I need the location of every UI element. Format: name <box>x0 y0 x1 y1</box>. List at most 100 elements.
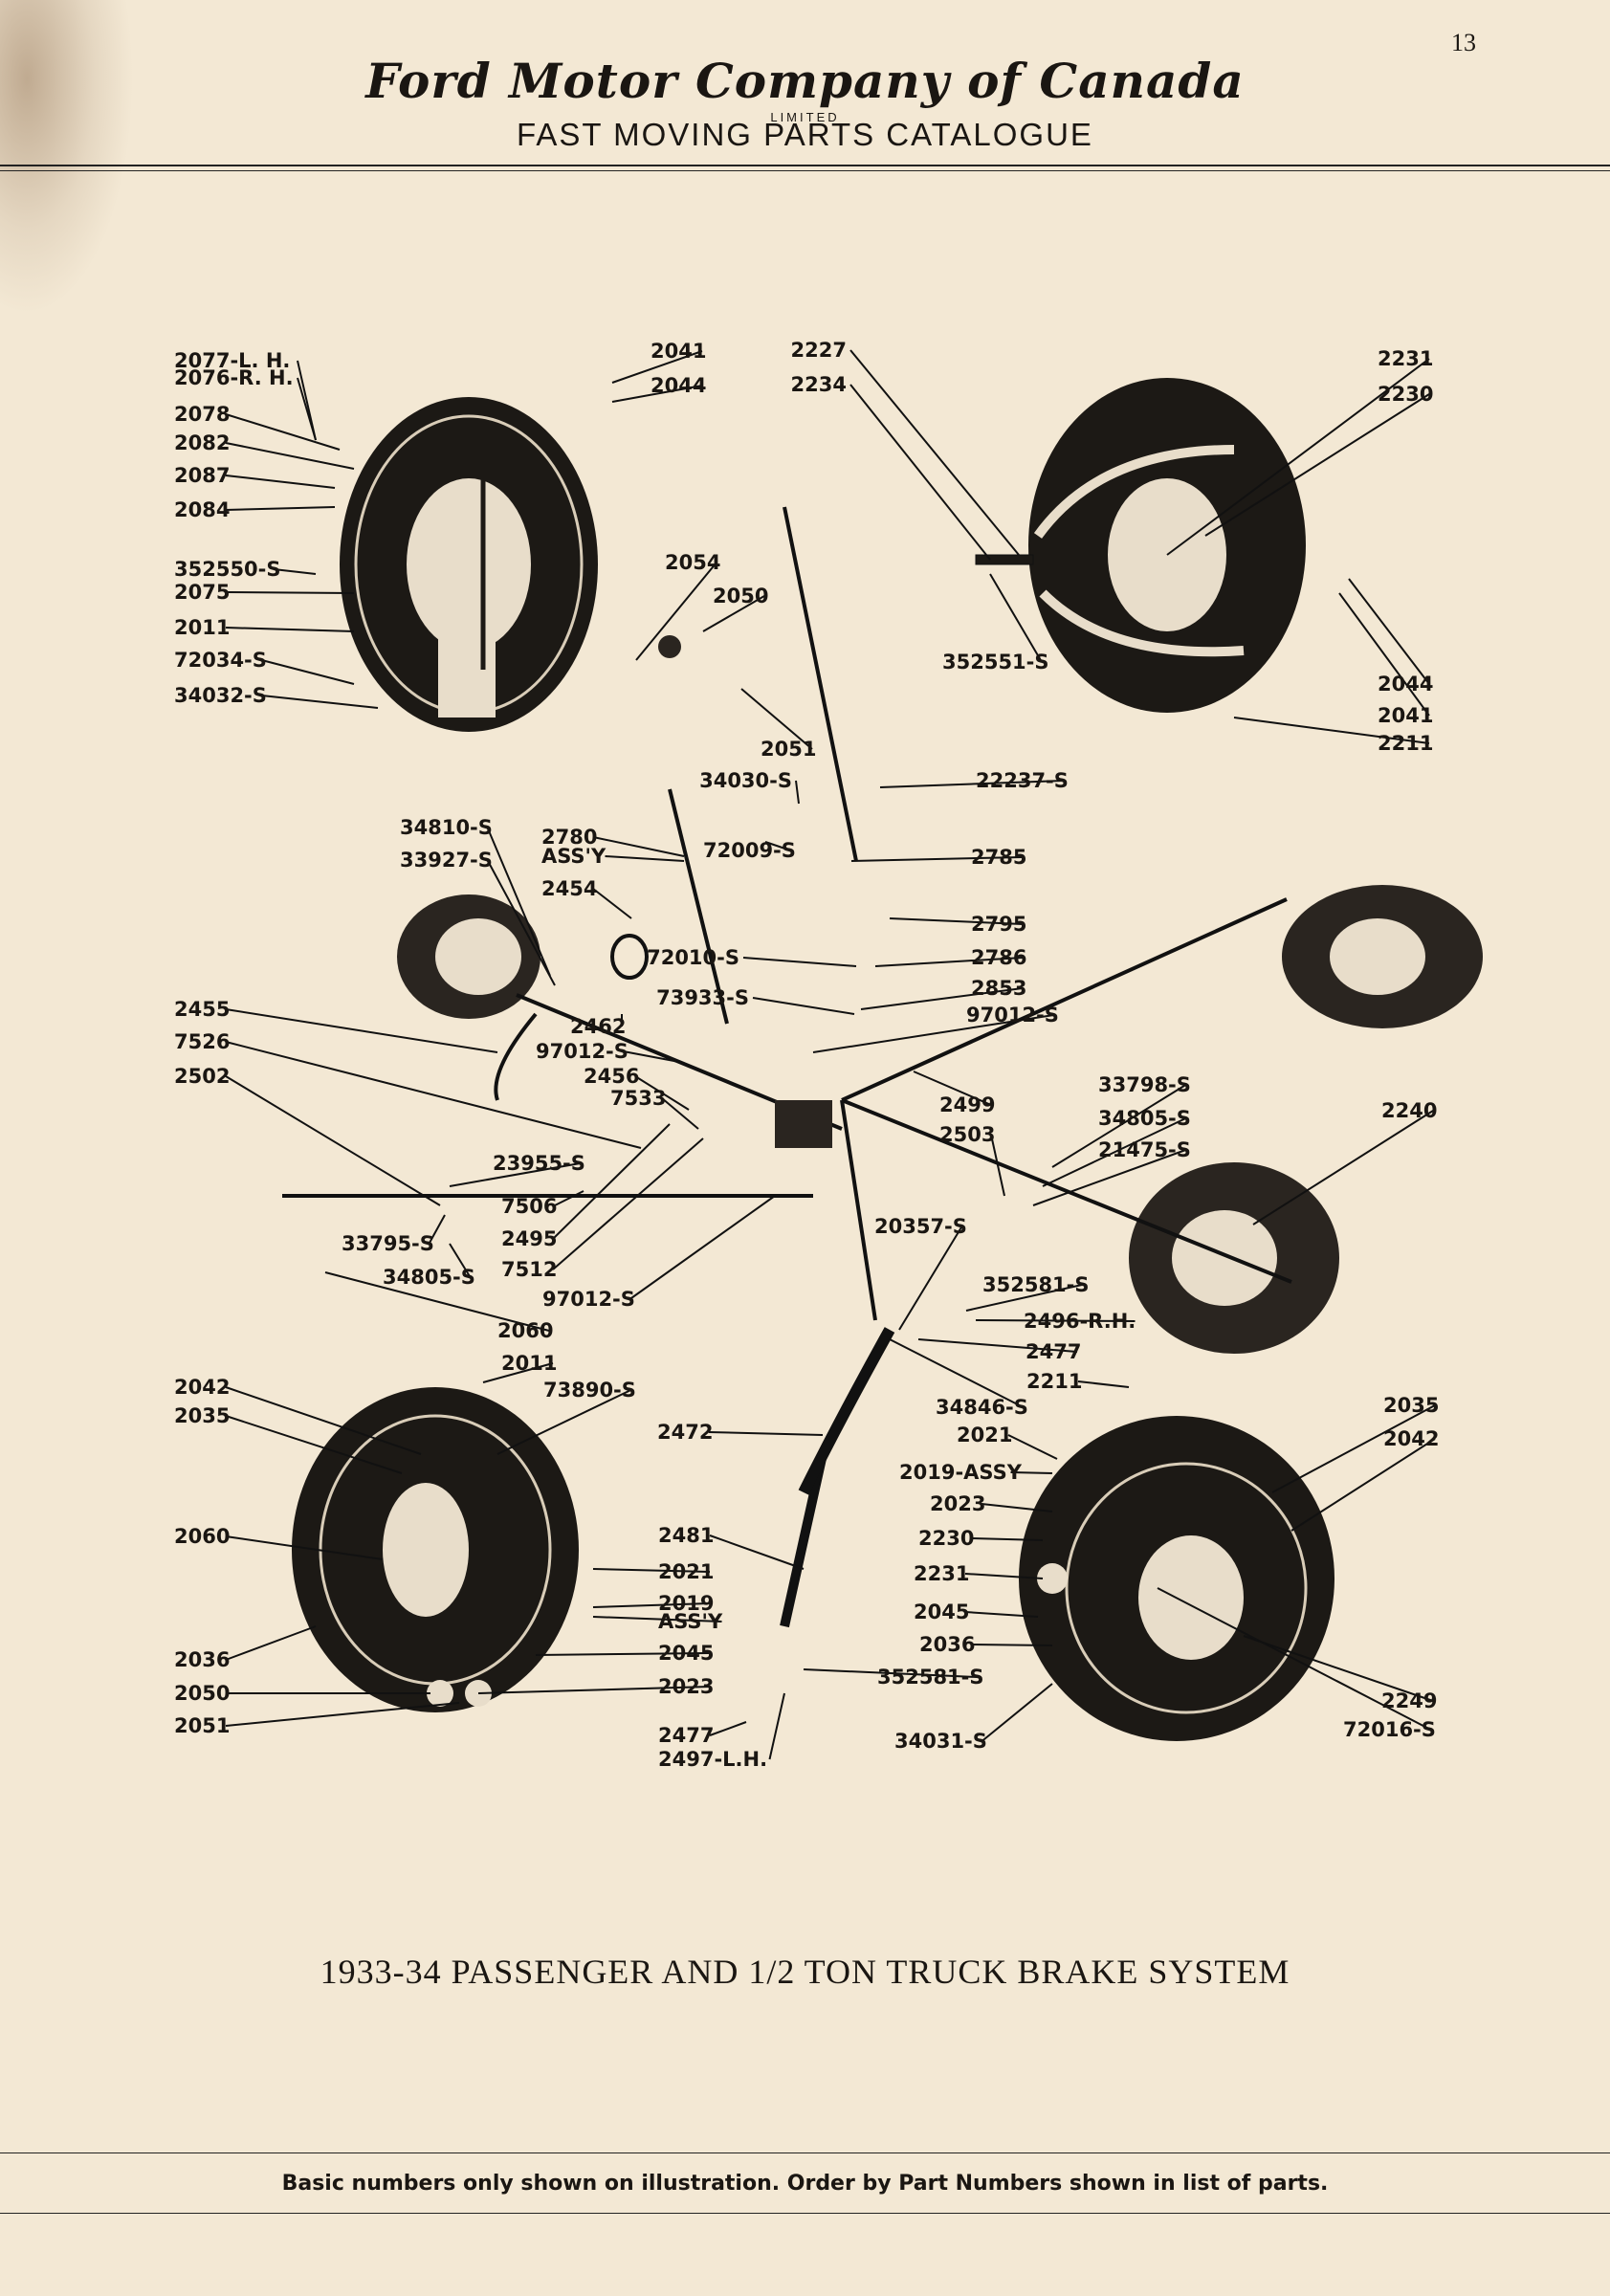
part-number-label: 2078 <box>174 403 230 426</box>
part-number-label: 22237-S <box>976 769 1069 792</box>
part-number-label: 2780 <box>541 826 597 849</box>
callout-line <box>752 997 855 1015</box>
footnote: Basic numbers only shown on illustration… <box>281 2172 1329 2196</box>
part-number-label: ASS'Y <box>658 1610 723 1633</box>
catalogue-title: FAST MOVING PARTS CATALOGUE <box>517 117 1093 152</box>
callout-line <box>496 1389 631 1455</box>
callout-line <box>225 1625 317 1661</box>
callout-line <box>981 1683 1053 1742</box>
callout-line <box>742 957 857 967</box>
callout-line <box>225 442 355 470</box>
callout-line <box>428 1214 446 1245</box>
callout-line <box>261 659 355 685</box>
part-number-label: 2045 <box>914 1601 969 1623</box>
part-number-label: 72010-S <box>647 946 739 969</box>
part-number-label: 2499 <box>939 1093 995 1116</box>
part-number-label: 7526 <box>174 1030 230 1053</box>
part-number-label: 73933-S <box>656 986 749 1009</box>
callout-line <box>849 384 991 561</box>
part-number-label: 2853 <box>971 977 1026 1000</box>
part-number-label: 23955-S <box>493 1152 585 1175</box>
part-number-label: 352551-S <box>942 651 1049 673</box>
callout-line <box>273 568 317 575</box>
brake-backing-plate-front-left <box>340 397 598 732</box>
part-number-label: 2041 <box>1378 704 1433 727</box>
part-number-label: 2230 <box>1378 383 1433 406</box>
part-number-label: 33927-S <box>400 849 493 872</box>
callout-line <box>850 856 1024 862</box>
part-number-label: 2076-R. H. <box>174 366 294 389</box>
part-number-label: 34810-S <box>400 816 493 839</box>
callout-line <box>592 836 685 857</box>
callout-line <box>225 627 355 632</box>
part-number-label: 2019-ASSY <box>899 1461 1023 1484</box>
part-number-label: 2497-L.H. <box>658 1748 767 1771</box>
callout-line <box>969 1537 1044 1541</box>
part-number-label: 2231 <box>914 1562 969 1585</box>
part-number-label: 2035 <box>174 1404 230 1427</box>
part-number-label: 2042 <box>1383 1427 1439 1450</box>
part-number-label: 97012-S <box>536 1040 629 1063</box>
part-number-label: 34846-S <box>936 1396 1028 1419</box>
callout-line <box>486 859 556 986</box>
callout-line <box>1051 1084 1187 1168</box>
part-number-label: 2044 <box>1378 673 1433 695</box>
callout-line <box>795 780 800 805</box>
part-number-label: 2051 <box>174 1714 230 1737</box>
callout-line <box>874 957 1024 967</box>
part-number-label: 352550-S <box>174 558 281 581</box>
callout-line <box>1042 1117 1186 1187</box>
callout-line <box>1204 393 1430 537</box>
callout-line <box>225 1702 460 1727</box>
footer-rule-top <box>0 2152 1610 2153</box>
callout-line <box>1338 592 1430 717</box>
callout-line <box>225 413 341 451</box>
callout-line <box>225 591 355 594</box>
part-number-label: 2227 <box>791 339 847 362</box>
part-number-label: 33795-S <box>342 1232 434 1255</box>
callout-line <box>917 1338 1078 1353</box>
part-number-label: 73890-S <box>543 1379 636 1402</box>
callout-line <box>964 1573 1044 1579</box>
part-number-label: 2082 <box>174 431 230 454</box>
part-number-label: 2230 <box>918 1527 974 1550</box>
callout-line <box>611 350 703 384</box>
brake-cross-shaft <box>775 1100 832 1628</box>
part-number-label: 7506 <box>501 1195 557 1218</box>
callout-line <box>635 562 717 661</box>
brake-drum-rear-left <box>292 1387 579 1712</box>
callout-line <box>975 1319 1136 1322</box>
callout-line <box>1166 358 1430 556</box>
part-number-label: 2051 <box>761 738 816 761</box>
brake-assembly-mid-left <box>397 894 649 1019</box>
callout-line <box>860 987 1024 1010</box>
callout-line <box>913 1071 992 1106</box>
part-number-label: 2035 <box>1383 1394 1439 1417</box>
part-number-label: 352581-S <box>982 1273 1090 1296</box>
part-number-label: 7512 <box>501 1258 557 1281</box>
part-number-label: 2472 <box>657 1421 713 1444</box>
callout-line <box>889 1338 1024 1408</box>
callout-line <box>1077 1380 1130 1388</box>
callout-line <box>803 1668 978 1678</box>
callout-line <box>1010 1471 1053 1474</box>
part-number-label: 2045 <box>658 1642 714 1665</box>
part-number-label: 2786 <box>971 946 1026 969</box>
paper-stain <box>0 0 134 316</box>
callout-line <box>768 1692 785 1760</box>
callout-line <box>225 1075 441 1206</box>
company-limited: LIMITED <box>770 110 840 124</box>
callout-line <box>1252 1110 1434 1225</box>
part-number-label: 2060 <box>174 1525 230 1548</box>
callout-line <box>849 349 1020 556</box>
part-callout-labels: 2077-L. H.2076-R. H.20782082208720843525… <box>174 339 1439 1771</box>
part-number-label: 2077-L. H. <box>174 349 290 372</box>
callout-line <box>965 1284 1083 1312</box>
part-number-label: 2455 <box>174 998 230 1021</box>
callout-line <box>1233 717 1430 744</box>
callout-line <box>981 1503 1053 1512</box>
callout-line <box>709 1534 805 1570</box>
part-number-label: 2050 <box>713 585 768 607</box>
callout-line <box>1032 1149 1186 1206</box>
part-number-label: 2495 <box>501 1227 557 1250</box>
